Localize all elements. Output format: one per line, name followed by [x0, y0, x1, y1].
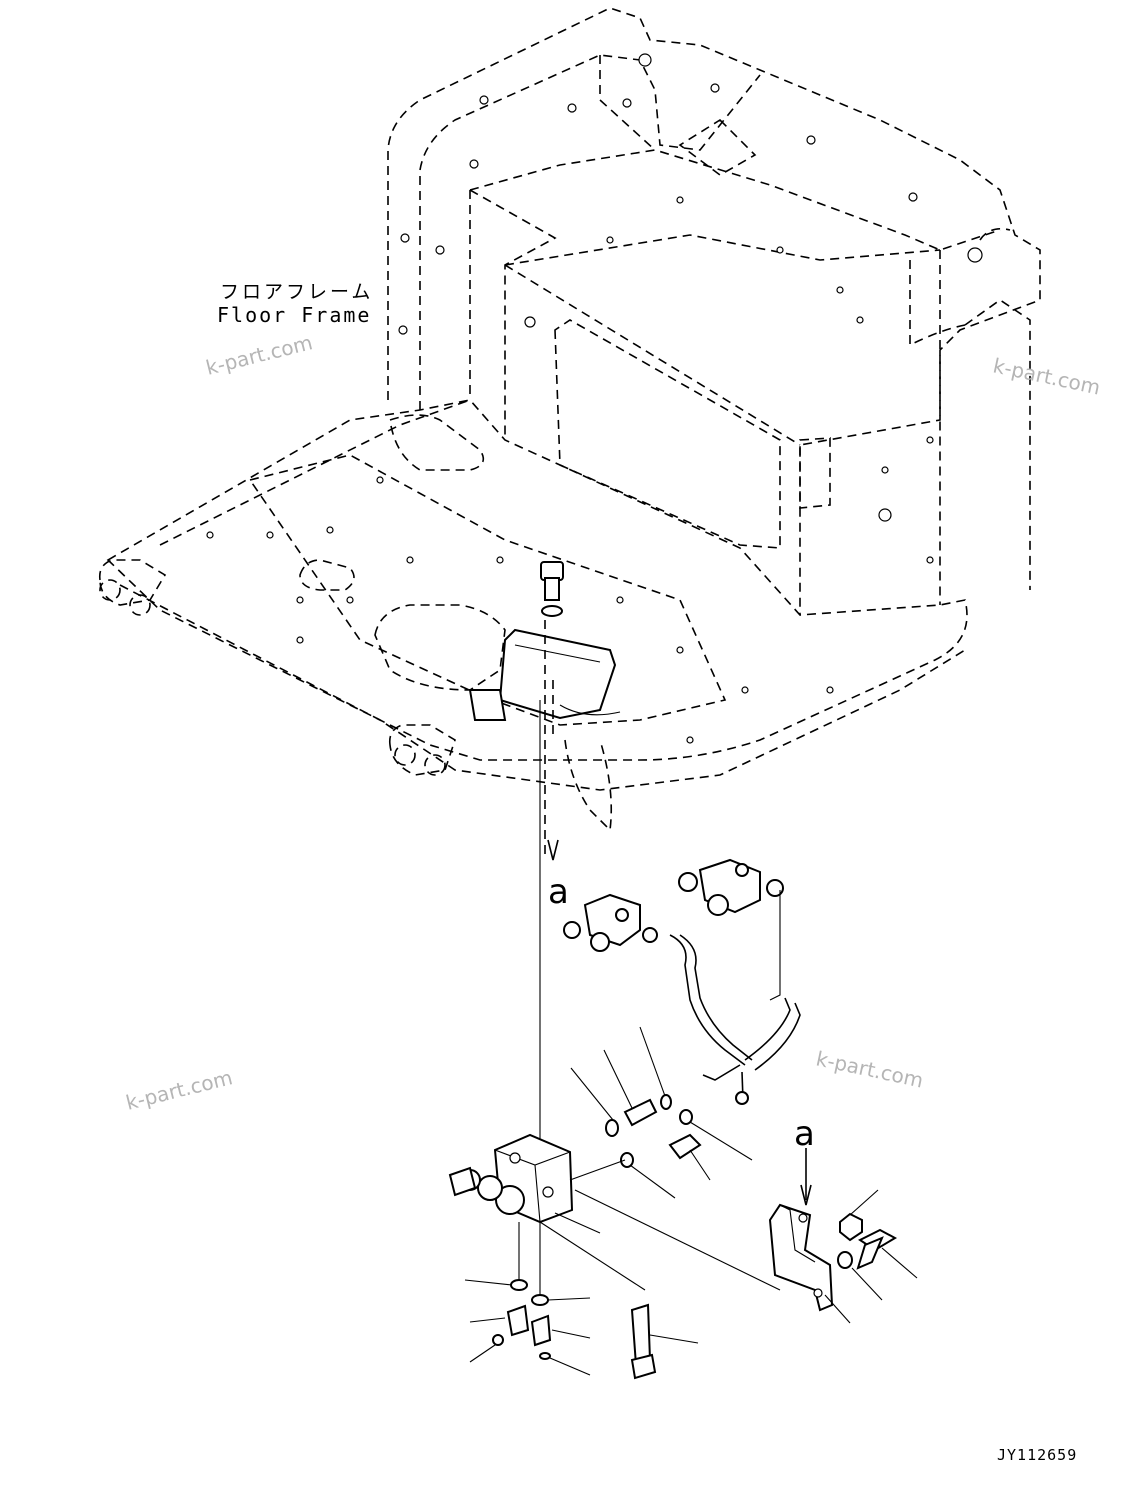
floor-frame	[98, 7, 1041, 832]
floor-frame-label-en: Floor Frame	[217, 303, 371, 327]
floor-frame-label-jp: フロアフレーム	[220, 281, 373, 303]
small-parts	[492, 1222, 657, 1380]
drawing-number: JY112659	[997, 1446, 1077, 1464]
solenoid-valve-group-left	[563, 893, 658, 952]
watermark: k-part.com	[991, 353, 1103, 399]
watermark: k-part.com	[123, 1065, 234, 1115]
watermark: k-part.com	[203, 330, 314, 380]
washer-bracket	[837, 1251, 853, 1269]
arrow-to-ref-a	[547, 839, 559, 861]
mounting-bolt-shank	[544, 577, 560, 601]
hydraulic-hose	[669, 890, 801, 1105]
reference-letter-a-top: a	[548, 872, 569, 912]
valve-block	[448, 1133, 781, 1291]
nut	[839, 1212, 863, 1242]
bracket	[768, 1148, 898, 1312]
frame-holes	[206, 53, 983, 744]
watermark: k-part.com	[814, 1046, 926, 1092]
washer	[541, 605, 563, 617]
cover-box	[498, 628, 617, 720]
fittings	[605, 1094, 702, 1168]
leader-lines	[464, 1026, 918, 1376]
reference-letter-a-bracket: a	[794, 1114, 815, 1154]
valve-cover-assembly	[468, 561, 621, 721]
solenoid-valve-group-right	[678, 858, 784, 916]
